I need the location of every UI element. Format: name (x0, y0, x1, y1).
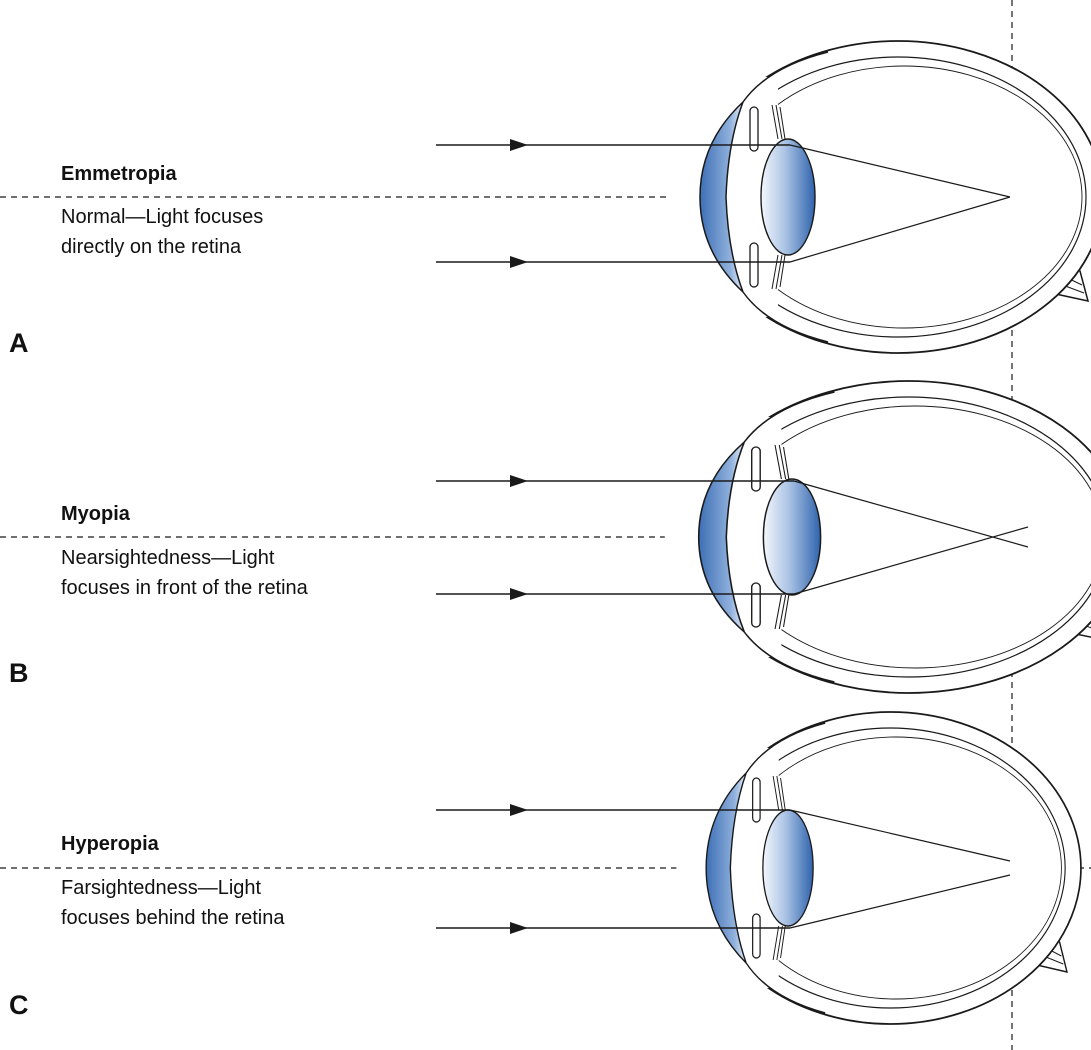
desc-hyperopia-line1: Farsightedness—Light (61, 873, 261, 903)
desc-myopia-line2: focuses in front of the retina (61, 573, 308, 603)
title-emmetropia: Emmetropia (61, 163, 177, 186)
desc-myopia-line1: Nearsightedness—Light (61, 543, 274, 573)
title-hyperopia: Hyperopia (61, 833, 159, 856)
eye-hyperopia (0, 712, 1091, 1024)
panel-letter-c: C (9, 990, 29, 1021)
eye-myopia (0, 381, 1091, 693)
desc-emmetropia-line1: Normal—Light focuses (61, 202, 263, 232)
panel-letter-b: B (9, 658, 29, 689)
desc-hyperopia-line2: focuses behind the retina (61, 903, 285, 933)
eye-emmetropia (0, 41, 1091, 353)
desc-emmetropia-line2: directly on the retina (61, 232, 241, 262)
panel-letter-a: A (9, 328, 29, 359)
title-myopia: Myopia (61, 503, 130, 526)
